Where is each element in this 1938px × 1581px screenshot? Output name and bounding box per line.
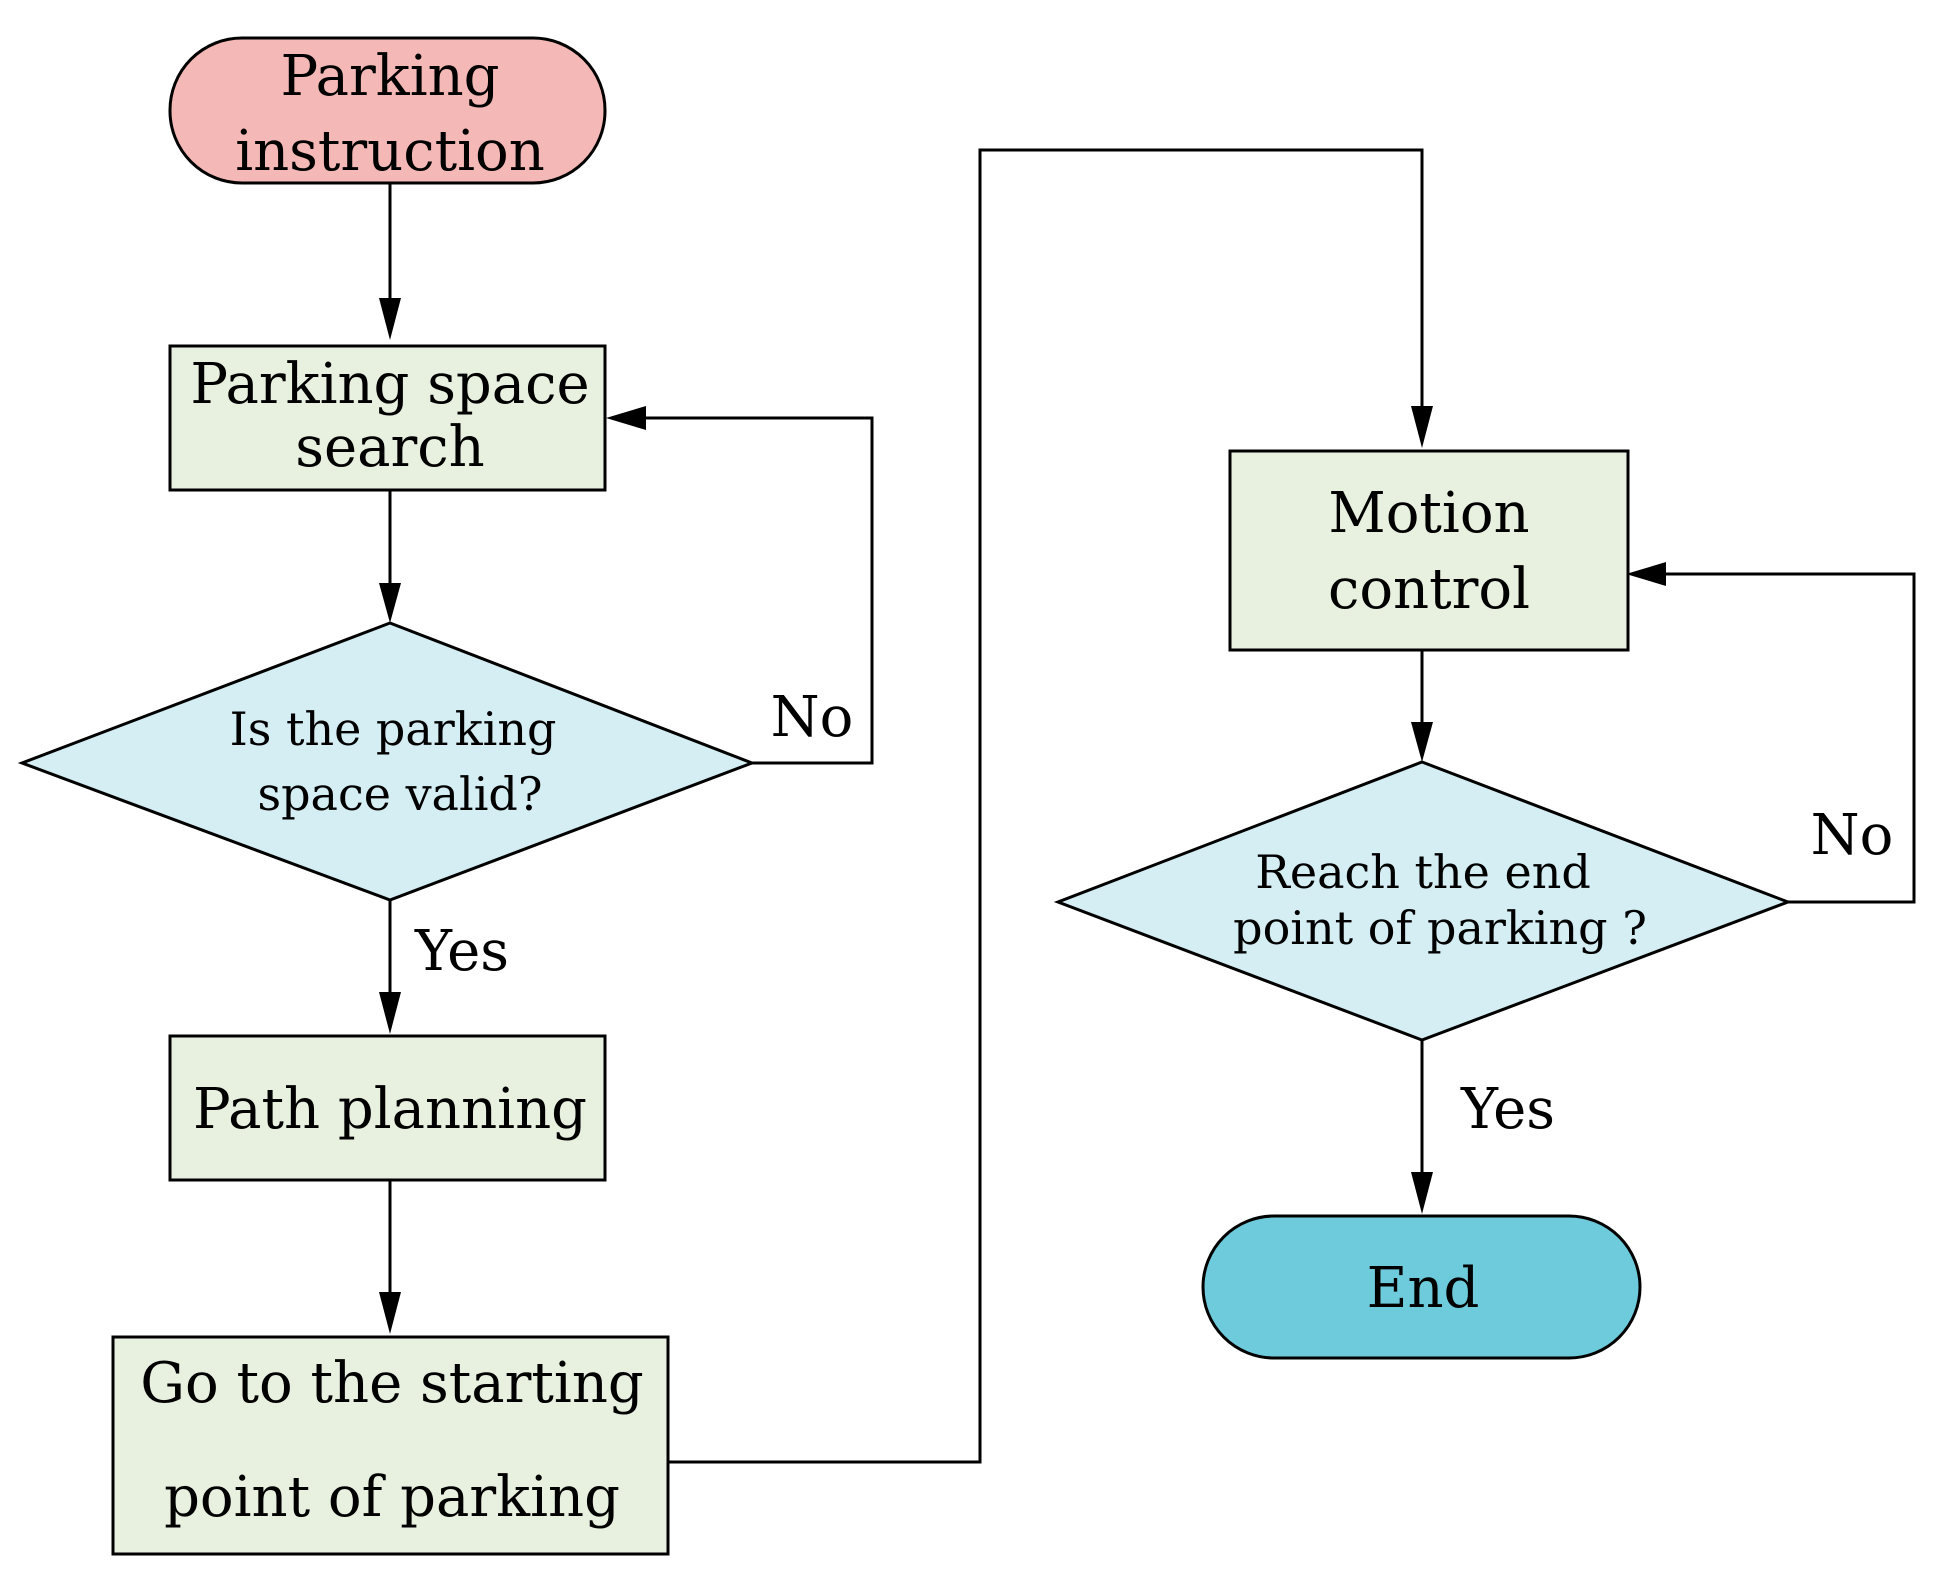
motion-label-line1: Motion: [1328, 481, 1529, 546]
goto-label-line1: Go to the starting: [140, 1351, 644, 1416]
reach-label-line1: Reach the end: [1255, 845, 1591, 899]
label-reach-no: No: [1811, 803, 1894, 868]
goto-process-shape: [111, 1335, 670, 1556]
end-label: End: [1367, 1256, 1480, 1321]
arrowhead-search-loop: [606, 406, 646, 430]
valid-decision-shape: [17, 621, 757, 902]
search-process-shape: [168, 344, 607, 492]
goto-label-line2: point of parking: [164, 1465, 620, 1530]
label-reach-yes: Yes: [1460, 1077, 1555, 1142]
arrowhead-reach: [1411, 722, 1433, 762]
arrowhead-search: [379, 298, 401, 340]
arrowhead-motion: [1411, 406, 1433, 448]
node-reach-end-decision: Reach the end point of parking ?: [1053, 760, 1793, 1042]
motion-label-line2: control: [1328, 557, 1530, 622]
start-label-line2: instruction: [235, 119, 545, 184]
reach-decision-shape: [1053, 760, 1793, 1042]
start-terminator-shape: [168, 36, 607, 185]
node-path-planning: Path planning: [168, 1034, 607, 1182]
node-motion-control: Motion control: [1228, 449, 1630, 652]
valid-label-line1: Is the parking: [230, 702, 557, 756]
motion-process-shape: [1228, 449, 1630, 652]
label-valid-no: No: [771, 685, 854, 750]
path-process-shape: [168, 1034, 607, 1182]
node-parking-space-search: Parking space search: [168, 344, 607, 492]
edge-valid-no-loop: [640, 416, 874, 765]
search-label-line1: Parking space: [190, 352, 589, 417]
arrowhead-motion-loop: [1626, 562, 1666, 586]
node-go-to-start-point: Go to the starting point of parking: [111, 1335, 670, 1556]
valid-label-line2: space valid?: [257, 767, 542, 821]
arrowhead-goto: [379, 1292, 401, 1334]
arrowhead-end: [1411, 1172, 1433, 1214]
node-space-valid-decision: Is the parking space valid?: [17, 621, 757, 902]
node-end: End: [1201, 1214, 1642, 1360]
edge-goto-to-motion: [668, 148, 1424, 1464]
label-valid-yes: Yes: [414, 919, 509, 984]
node-parking-instruction: Parking instruction: [168, 36, 607, 185]
arrowhead-path: [379, 992, 401, 1034]
start-label-line1: Parking: [280, 44, 499, 109]
path-label: Path planning: [193, 1077, 587, 1142]
reach-label-line2: point of parking ?: [1233, 901, 1647, 955]
arrowhead-valid: [379, 583, 401, 623]
edge-reach-no-loop: [1664, 572, 1916, 904]
end-terminator-shape: [1201, 1214, 1642, 1360]
search-label-line2: search: [295, 415, 484, 480]
